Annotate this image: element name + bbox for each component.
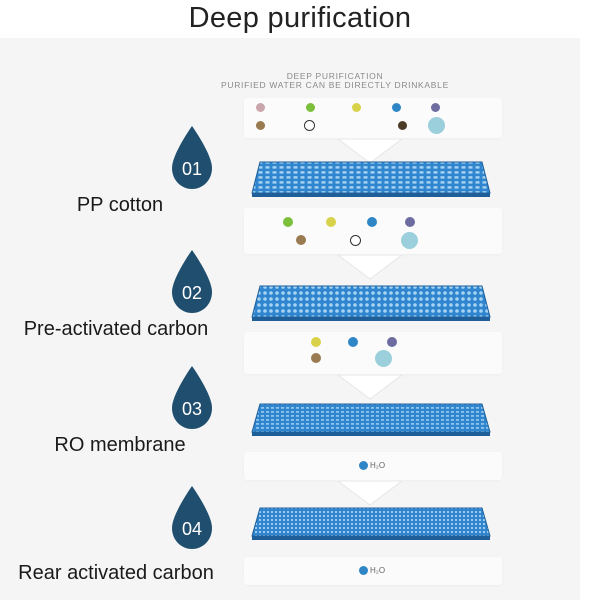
impurity-dot — [256, 103, 265, 112]
water-molecule-dot — [359, 566, 368, 575]
water-label: H₂O — [370, 461, 386, 470]
impurity-dot — [352, 103, 361, 112]
down-arrow-icon — [337, 375, 403, 400]
impurity-dot — [401, 232, 418, 249]
stage-number: 02 — [181, 283, 203, 303]
water-drop-icon — [172, 250, 212, 313]
impurity-dot — [348, 337, 358, 347]
stage-label-ro-membrane: RO membrane — [54, 434, 186, 456]
impurity-dot — [326, 217, 336, 227]
impurity-dot — [311, 337, 321, 347]
filter-layer-ro-membrane — [251, 403, 491, 436]
filter-layer-pre-activated-carbon — [251, 285, 491, 321]
impurity-dot — [304, 120, 315, 131]
stage-label-pre-activated-carbon: Pre-activated carbon — [23, 318, 209, 340]
subtitle-line-2: PURIFIED WATER CAN BE DIRECTLY DRINKABLE — [221, 80, 449, 90]
impurity-dot — [375, 350, 392, 367]
stage-label-rear-activated-carbon: Rear activated carbon — [18, 562, 214, 584]
impurity-dot — [256, 121, 265, 130]
impurity-band-3 — [244, 332, 502, 374]
water-label: H₂O — [370, 566, 386, 575]
impurity-dot — [405, 217, 415, 227]
impurity-dot — [367, 217, 377, 227]
impurity-dot — [398, 121, 407, 130]
water-band-1 — [244, 452, 502, 480]
water-band-2 — [244, 557, 502, 585]
impurity-band-1 — [244, 98, 502, 138]
water-drop-icon — [172, 126, 212, 189]
impurity-band-2 — [244, 208, 502, 254]
filter-layer-rear-activated-carbon — [251, 507, 491, 540]
impurity-dot — [350, 235, 361, 246]
impurity-dot — [306, 103, 315, 112]
page-title: Deep purification — [188, 2, 412, 34]
impurity-dot — [392, 103, 401, 112]
water-drop-icon — [172, 486, 212, 549]
down-arrow-icon — [337, 481, 403, 506]
stage-label-pp-cotton: PP cotton — [76, 194, 164, 216]
down-arrow-icon — [337, 255, 403, 280]
filter-layer-pp-cotton — [251, 161, 491, 197]
down-arrow-icon — [337, 139, 403, 164]
subtitle-line-1: DEEP PURIFICATION — [286, 71, 384, 81]
impurity-dot — [428, 117, 445, 134]
stage-number: 03 — [181, 399, 203, 419]
impurity-dot — [311, 353, 321, 363]
impurity-dot — [431, 103, 440, 112]
stage-number: 01 — [181, 159, 203, 179]
impurity-dot — [387, 337, 397, 347]
impurity-dot — [283, 217, 293, 227]
stage-number: 04 — [181, 519, 203, 539]
water-drop-icon — [172, 366, 212, 429]
impurity-dot — [296, 235, 306, 245]
water-molecule-dot — [359, 461, 368, 470]
